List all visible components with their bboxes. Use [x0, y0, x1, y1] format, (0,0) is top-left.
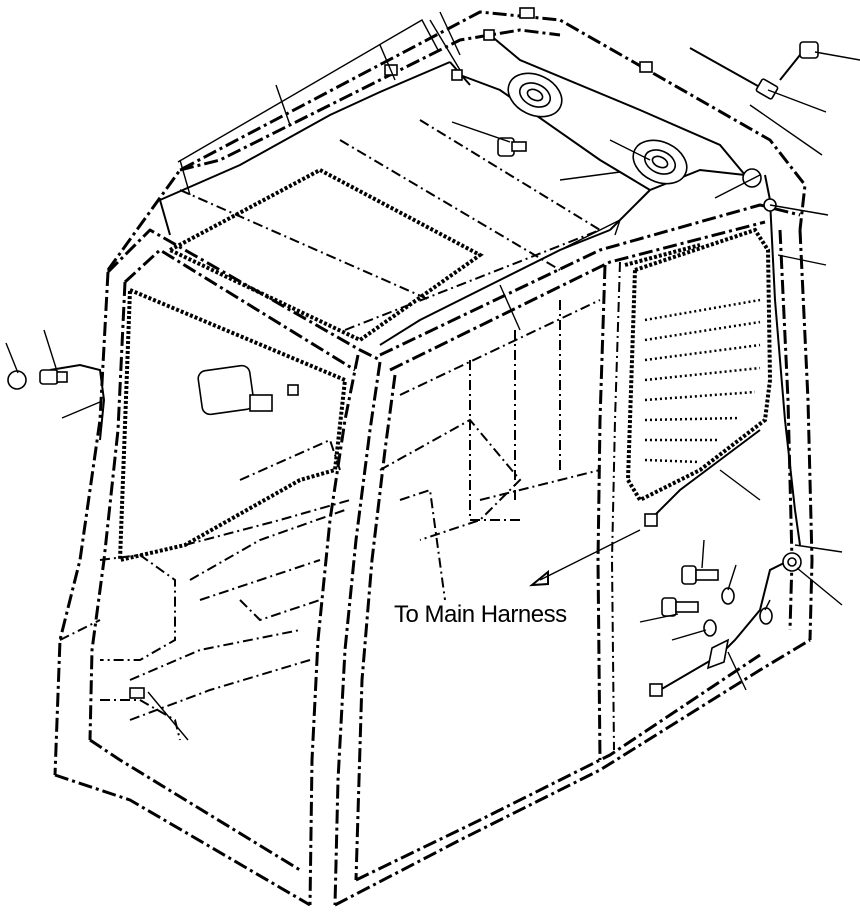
dome-light-icon — [197, 364, 299, 416]
main-harness-callout: To Main Harness — [394, 601, 567, 628]
windshield — [117, 287, 348, 563]
connector-icon — [451, 69, 463, 81]
washer-icon — [759, 607, 773, 625]
rear-side-window — [625, 227, 773, 503]
bolt-icon — [661, 597, 699, 617]
switch-icon — [7, 369, 68, 390]
antenna-icon — [689, 41, 819, 100]
washer-icon — [721, 587, 735, 605]
bracket-icon — [706, 638, 730, 670]
leader-lines — [5, 11, 860, 741]
clamp-icon — [129, 687, 145, 699]
interior-panels — [129, 119, 601, 721]
components — [7, 7, 819, 699]
speaker-left-icon — [507, 72, 563, 118]
connector-icon — [644, 513, 658, 527]
windows — [117, 167, 773, 563]
connector-icon — [639, 61, 653, 73]
connector-icon — [519, 7, 535, 19]
bolt-icon — [497, 137, 527, 157]
main-harness-arrow — [539, 529, 641, 581]
speaker-right-icon — [632, 139, 688, 185]
cab-frame — [53, 10, 814, 907]
connector-icon — [649, 683, 663, 697]
connector-icon — [483, 29, 495, 41]
grommet-icon — [742, 168, 762, 188]
wiring-harness — [49, 34, 801, 691]
washer-icon — [703, 619, 717, 637]
roof-skylight — [165, 167, 484, 343]
bolt-icon — [681, 565, 719, 585]
grommet-icon — [787, 557, 797, 567]
